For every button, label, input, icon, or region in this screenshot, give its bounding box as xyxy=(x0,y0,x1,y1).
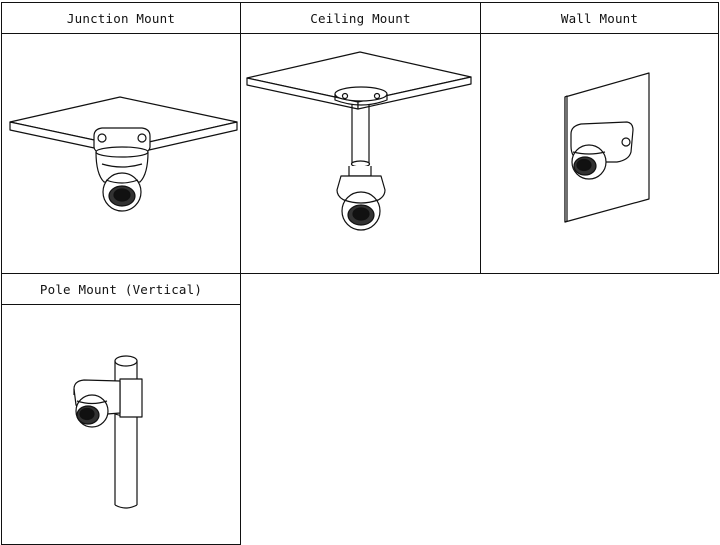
title-junction-mount: Junction Mount xyxy=(66,11,176,26)
image-cell-wall xyxy=(480,33,719,274)
header-cell-junction: Junction Mount xyxy=(1,2,241,34)
junction-mount-illustration xyxy=(2,34,240,273)
title-pole-mount: Pole Mount (Vertical) xyxy=(39,282,203,297)
header-cell-pole: Pole Mount (Vertical) xyxy=(1,273,241,305)
pole-mount-illustration xyxy=(2,305,240,544)
image-cell-ceiling xyxy=(240,33,481,274)
header-cell-ceiling: Ceiling Mount xyxy=(240,2,481,34)
ceiling-mount-illustration xyxy=(241,34,480,273)
image-cell-pole xyxy=(1,304,241,545)
title-wall-mount: Wall Mount xyxy=(560,11,639,26)
title-ceiling-mount: Ceiling Mount xyxy=(310,11,411,26)
wall-mount-illustration xyxy=(481,34,718,273)
header-cell-wall: Wall Mount xyxy=(480,2,719,34)
image-cell-junction xyxy=(1,33,241,274)
